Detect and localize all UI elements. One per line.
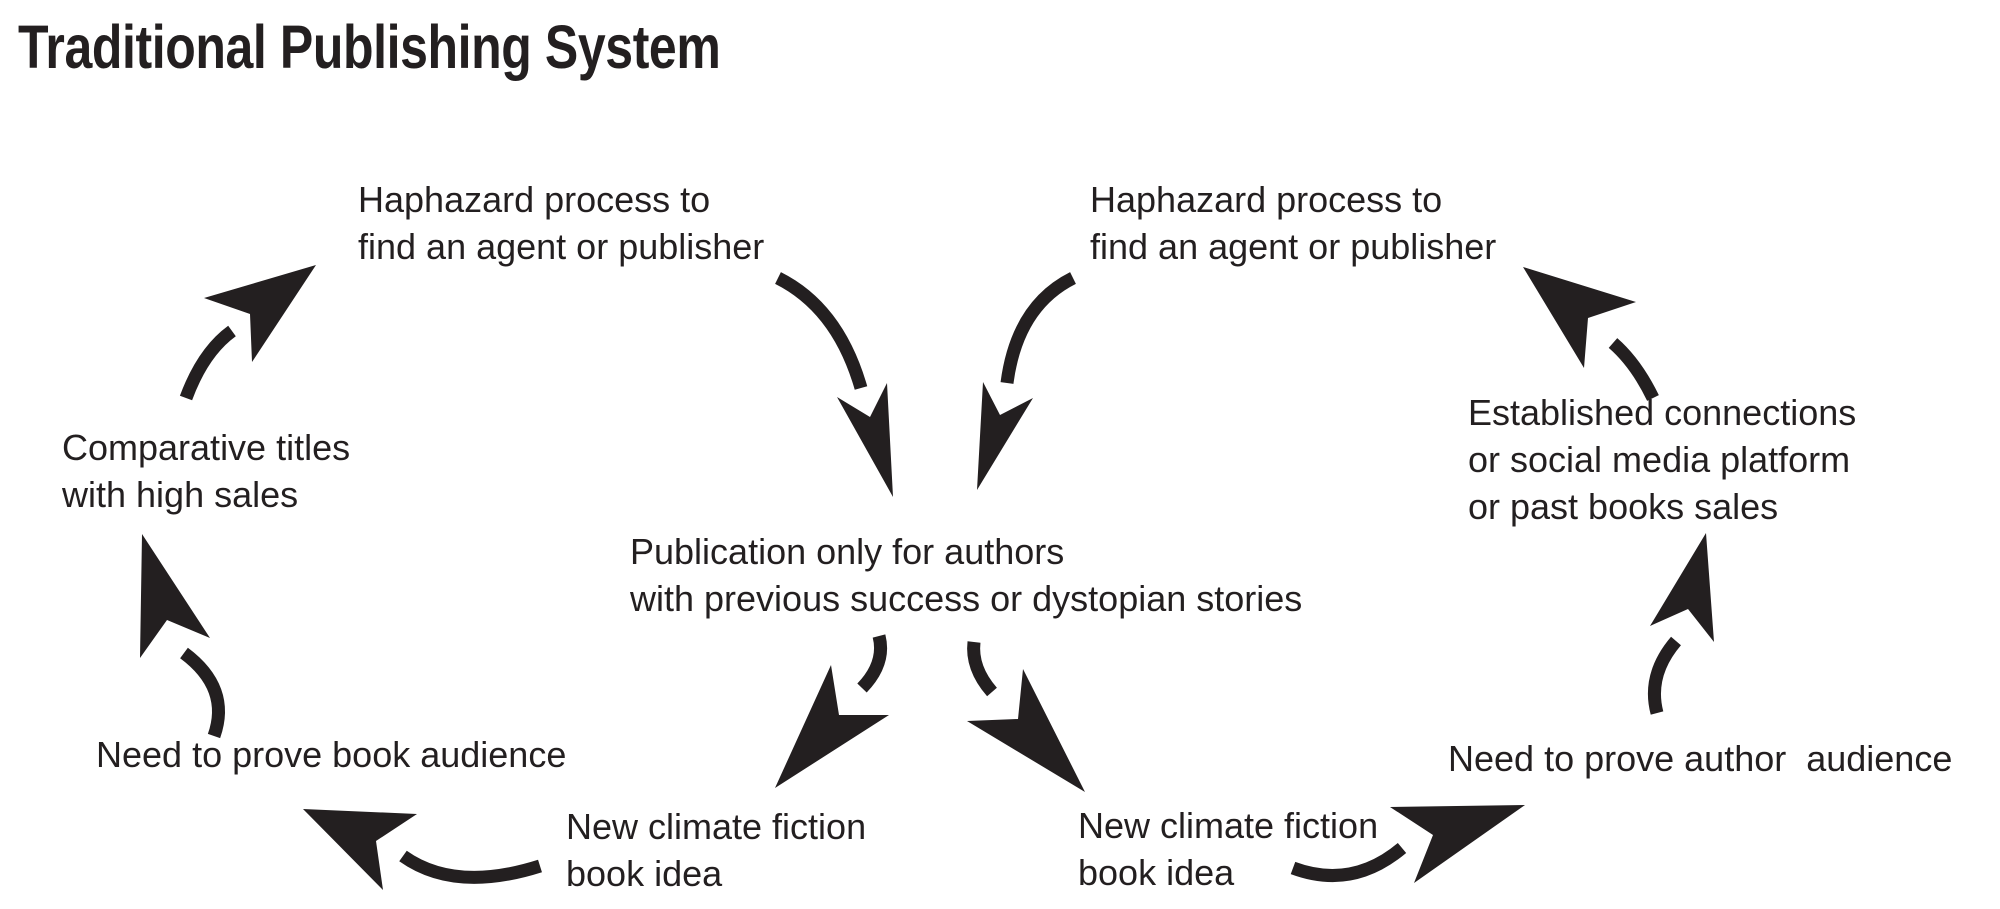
node-right-established-connections: Established connections or social media …	[1468, 392, 1857, 527]
arrow-left-comparative-to-haphazard	[179, 265, 316, 401]
arrow-right-newidea-to-author-audience	[1290, 805, 1525, 883]
arrow-center-to-right-newidea	[967, 641, 1085, 792]
node-right-author-audience: Need to prove author audience	[1448, 738, 1953, 779]
node-right-new-idea: New climate fiction book idea	[1078, 805, 1379, 893]
node-left-haphazard: Haphazard process to find an agent or pu…	[358, 179, 765, 267]
page-title: Traditional Publishing System	[18, 13, 721, 81]
node-left-new-idea: New climate fiction book idea	[566, 806, 867, 894]
arrow-right-haphazard-to-center	[977, 272, 1077, 490]
arrow-left-newidea-to-book-audience	[303, 809, 542, 890]
node-left-comparative-titles: Comparative titles with high sales	[62, 427, 351, 515]
arrow-center-to-left-newidea	[775, 634, 889, 788]
arrow-right-established-to-haphazard	[1523, 267, 1659, 401]
arrow-right-author-audience-to-established	[1647, 533, 1714, 715]
arrow-left-book-audience-to-comparative	[140, 534, 226, 739]
arrow-left-haphazard-to-center	[775, 272, 893, 497]
node-right-haphazard: Haphazard process to find an agent or pu…	[1090, 179, 1497, 267]
node-left-book-audience: Need to prove book audience	[96, 734, 567, 775]
node-center-publication: Publication only for authors with previo…	[630, 531, 1303, 619]
